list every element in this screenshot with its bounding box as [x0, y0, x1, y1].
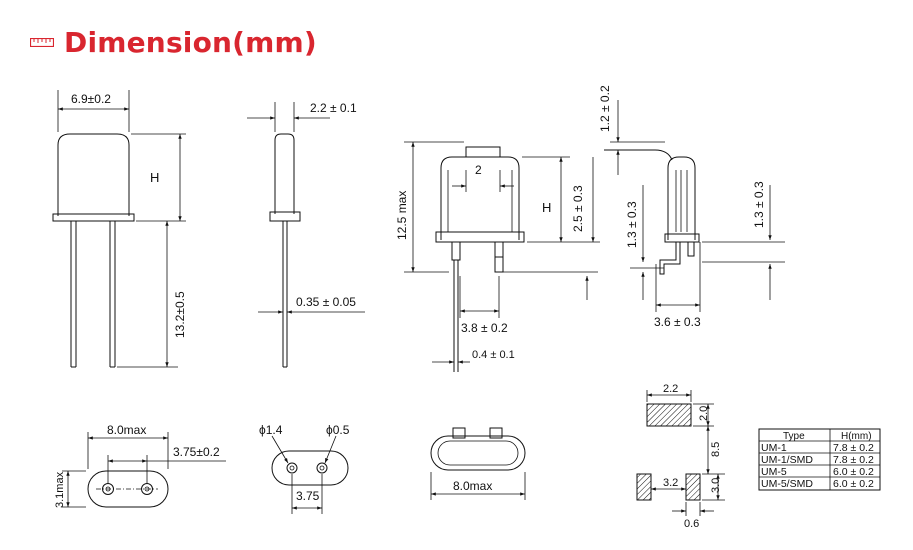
- front-height-label: H: [150, 170, 159, 185]
- pcb-pitch-label: 3.75: [296, 489, 320, 503]
- table-header-h: H(mm): [841, 431, 872, 442]
- oval-width-label: 3.1max: [54, 471, 66, 508]
- front-view: [52, 90, 186, 368]
- front-width-label: 6.9±0.2: [71, 92, 111, 106]
- bottom-oval-view: [62, 432, 226, 508]
- pad-top-width-label: 2.2: [663, 383, 678, 395]
- table-cell: UM-5/SMD: [761, 478, 813, 490]
- smd-front-view: [404, 141, 600, 372]
- table-cell: 7.8 ± 0.2: [833, 442, 874, 454]
- pad-top-height-label: 2.0: [698, 406, 710, 421]
- pad-height-label: 3.0: [710, 478, 722, 493]
- table-cell: UM-5: [761, 466, 787, 478]
- table-cell: 6.0 ± 0.2: [833, 466, 874, 478]
- smd-total-height-label: 12.5 max: [395, 191, 409, 240]
- pad-width-label: 0.6: [684, 518, 699, 530]
- side-thickness-label: 2.2 ± 0.1: [310, 101, 357, 115]
- smd-bottom-length-label: 8.0max: [453, 479, 492, 493]
- smd-side-depth-label: 3.6 ± 0.3: [654, 315, 701, 329]
- smd-height-label: H: [542, 200, 551, 215]
- front-lead-length-label: 13.2±0.5: [173, 291, 187, 338]
- pcb-hole-right-label: ϕ0.5: [326, 423, 350, 437]
- pad-span-label: 8.5: [710, 442, 722, 457]
- table-cell: 6.0 ± 0.2: [833, 478, 874, 490]
- pcb-hole-left-label: ϕ1.4: [259, 423, 283, 437]
- bottom-smd-view: [430, 427, 526, 500]
- pad-layout-view: [636, 390, 725, 516]
- section-header: Dimension(mm): [30, 22, 317, 62]
- side-view: [247, 102, 365, 368]
- pad-gap-label: 3.2: [663, 477, 678, 489]
- bottom-pcb-view: [271, 435, 349, 514]
- smd-lead-offset-label: 2.5 ± 0.3: [571, 185, 585, 232]
- table-header-type: Type: [783, 431, 805, 442]
- table-cell: 7.8 ± 0.2: [833, 454, 874, 466]
- oval-length-label: 8.0max: [107, 423, 146, 437]
- smd-side-view: [604, 100, 785, 312]
- page-title: Dimension(mm): [64, 25, 317, 59]
- smd-side-stand-right-label: 1.3 ± 0.3: [752, 181, 766, 228]
- ruler-icon: [30, 37, 54, 47]
- table-cell: UM-1: [761, 442, 787, 454]
- side-lead-diameter-label: 0.35 ± 0.05: [296, 295, 356, 309]
- smd-gap-label: 2: [475, 163, 482, 177]
- smd-side-top-gap-label: 1.2 ± 0.2: [598, 85, 612, 132]
- table-cell: UM-1/SMD: [761, 454, 813, 466]
- smd-pitch-label: 3.8 ± 0.2: [461, 321, 508, 335]
- type-table: [758, 428, 881, 491]
- smd-lead-width-label: 0.4 ± 0.1: [472, 349, 515, 361]
- smd-side-stand-left-label: 1.3 ± 0.3: [625, 201, 639, 248]
- oval-pitch-label: 3.75±0.2: [173, 445, 220, 459]
